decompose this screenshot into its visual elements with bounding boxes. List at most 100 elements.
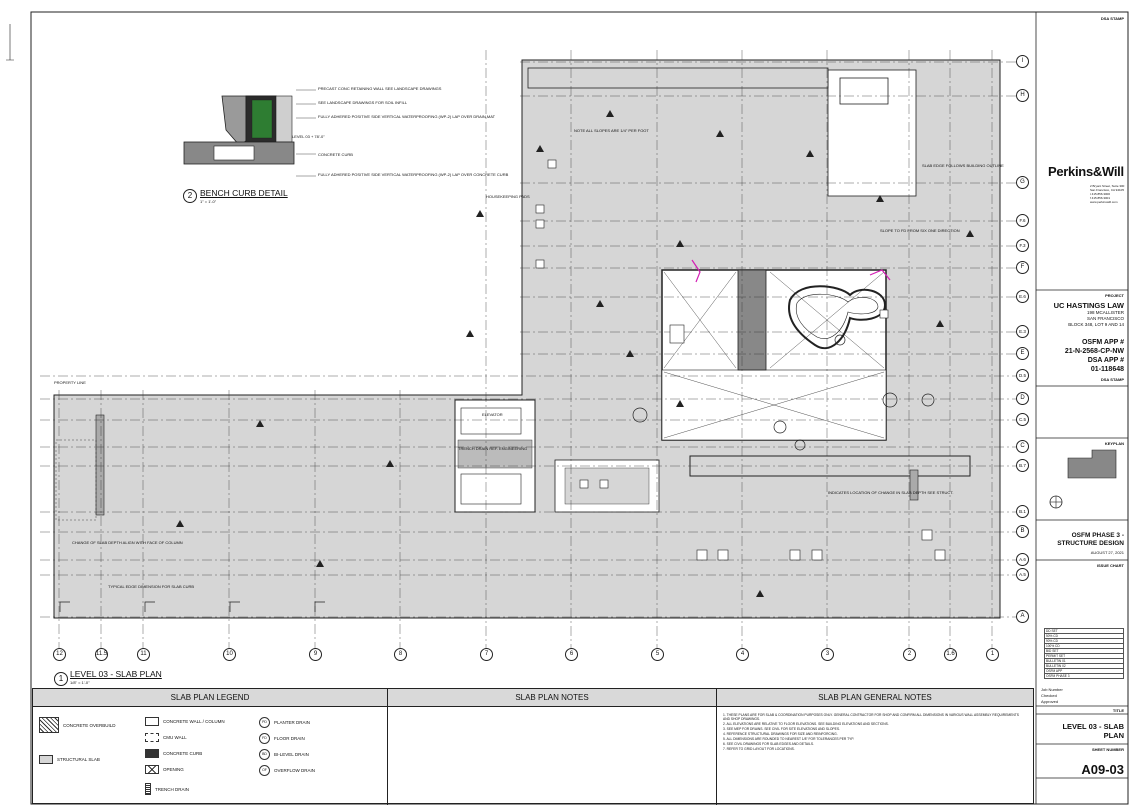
detail-title: BENCH CURB DETAIL [200, 188, 288, 198]
osfm-app-number: 21-N-2568-CP-NW [1064, 348, 1124, 355]
annotation: ELEVATOR [482, 412, 503, 417]
trench-drain-icon [145, 783, 151, 795]
legend-label: FLOOR DRAIN [274, 736, 305, 741]
legend-item: CMU WALL [145, 733, 187, 742]
grid-bubble-row: A [1016, 610, 1029, 623]
legend-item: OF OVERFLOW DRAIN [259, 765, 315, 776]
detail-scale: 1" = 1'-0" [200, 199, 217, 204]
legend-item: PD PLANTER DRAIN [259, 717, 310, 728]
checked-label: Checked [1041, 693, 1057, 698]
dsa-app-label: DSA APP # [1087, 357, 1124, 364]
wall-swatch-icon [145, 717, 159, 726]
detail-callout: FULLY ADHERED POSITIVE SIDE VERTICAL WAT… [318, 114, 496, 119]
grid-bubble-row: E.3 [1016, 325, 1029, 338]
detail-callout: LEVEL 03 + 78'-0" [292, 134, 325, 139]
detail-callout: CONCRETE CURB [318, 152, 353, 157]
legend-label: OPENING [163, 767, 184, 772]
general-note: 2. ALL ELEVATIONS ARE RELATIVE TO FLOOR … [723, 722, 889, 726]
legend-item: FD FLOOR DRAIN [259, 733, 305, 744]
detail-number-bubble: 2 [183, 189, 197, 203]
osfm-app-label: OSFM APP # [1081, 339, 1124, 346]
keyplan-label: KEYPLAN [1104, 441, 1124, 446]
table-row: OSFM PHASE 3 [1044, 673, 1124, 679]
annotation: NOTE ALL SLOPES ARE 1/4" PER FOOT [574, 128, 649, 133]
legend-item: STRUCTURAL SLAB [39, 755, 100, 764]
general-note: 6. SEE CIVIL DRAWINGS FOR SLAB EDGES AND… [723, 742, 814, 746]
slab-plan-notes-title: SLAB PLAN NOTES [388, 689, 716, 707]
grid-bubble-row: C.5 [1016, 413, 1029, 426]
general-note: 4. REFERENCE STRUCTURAL DRAWINGS FOR SIZ… [723, 732, 838, 736]
stamp-label-top: DSA STAMP [1100, 16, 1124, 21]
bi-level-drain-icon: BD [259, 749, 270, 760]
grid-bubble-col: 9 [309, 648, 322, 661]
firm-logo: Perkins&Will [1048, 164, 1124, 179]
dsa-app-number: 01-118648 [1090, 366, 1124, 373]
detail-callout: SEE LANDSCAPE DRAWINGS FOR SOIL INFILL [318, 100, 408, 105]
grid-bubble-row: I [1016, 55, 1029, 68]
grid-bubble-row: D.5 [1016, 369, 1029, 382]
grid-bubble-row: G [1016, 176, 1029, 189]
project-address: 198 MCALLISTER SAN FRANCISCO BLOCK 348, … [1068, 310, 1124, 327]
grid-bubble-row: B [1016, 525, 1029, 538]
annotation: TYPICAL EDGE DIMENSION FOR SLAB CURB [108, 584, 195, 589]
opening-swatch-icon [145, 765, 159, 774]
grid-bubble-row: B.1 [1016, 505, 1029, 518]
grid-bubble-row: E [1016, 347, 1029, 360]
phase-date: AUGUST 27, 2021 [1090, 550, 1124, 555]
legend-item: CONCRETE WALL / COLUMN [145, 717, 225, 726]
phase-title: OSFM PHASE 3 - STRUCTURE DESIGN [1057, 532, 1124, 547]
legend-label: CMU WALL [163, 735, 187, 740]
general-note: 7. REFER TO GRID LAYOUT FOR LOCATIONS. [723, 747, 795, 751]
annotation: SLAB EDGE FOLLOWS BUILDING OUTLINE [922, 163, 1004, 168]
grid-bubble-row: D [1016, 392, 1029, 405]
hatch-swatch-icon [39, 717, 59, 733]
structural-slab [53, 59, 1001, 619]
firm-address: 2 Bryant Street, Suite 300 San Francisco… [1090, 184, 1125, 204]
legend-item: CONCRETE OVERBUILD [39, 717, 116, 733]
grid-bubble-col: 3 [821, 648, 834, 661]
legend-label: BI-LEVEL DRAIN [274, 752, 309, 757]
plan-scale: 1/8" = 1'-0" [70, 680, 90, 685]
annotation: PROPERTY LINE [54, 380, 86, 385]
cmu-swatch-icon [145, 733, 159, 742]
legend-label: CONCRETE WALL / COLUMN [163, 719, 225, 724]
general-note: 3. SEE MEP FOR DRAINS. SEE CIVIL FOR SIT… [723, 727, 840, 731]
floor-drain-icon: FD [259, 733, 270, 744]
legend-strip: SLAB PLAN LEGEND SLAB PLAN NOTES SLAB PL… [32, 688, 1034, 805]
sheet-number: A09-03 [1081, 762, 1124, 777]
grid-bubble-col: 1 [986, 648, 999, 661]
legend-item: CONCRETE CURB [145, 749, 202, 758]
annotation: HOUSEKEEPING PADS [486, 194, 530, 199]
grid-bubble-col: 2 [903, 648, 916, 661]
grid-bubble-row: C [1016, 440, 1029, 453]
grid-bubble-row: F.3 [1016, 239, 1029, 252]
slab-swatch-icon [39, 755, 53, 764]
general-note: 1. THESE PLANS ARE FOR SLAB & COORDINATI… [723, 713, 1019, 721]
grid-bubble-row: A.5 [1016, 568, 1029, 581]
annotation: SLOPE TO FD FROM SIX ONE DIRECTION [880, 228, 960, 233]
title-label: TITLE [1112, 708, 1124, 713]
job-number-label: Job Number [1041, 687, 1063, 692]
grid-bubble-row: F.6 [1016, 214, 1029, 227]
planter-drain-icon: PD [259, 717, 270, 728]
approved-label: Approved [1041, 699, 1059, 704]
general-notes-title: SLAB PLAN GENERAL NOTES [717, 689, 1033, 707]
issue-chart-table: DD SET 50% CD 90% CD 100% CD BID SET PER… [1044, 628, 1124, 679]
sheet-title: LEVEL 03 - SLAB PLAN [1062, 722, 1124, 740]
slab-plan-legend-title: SLAB PLAN LEGEND [33, 689, 387, 707]
plan-title: LEVEL 03 - SLAB PLAN [70, 669, 162, 679]
grid-bubble-row: E.6 [1016, 290, 1029, 303]
legend-label: CONCRETE OVERBUILD [63, 722, 116, 728]
grid-bubble-col: 12 [53, 648, 66, 661]
grid-bubble-col: 7 [480, 648, 493, 661]
plan-number-bubble: 1 [54, 672, 68, 686]
overflow-drain-icon: OF [259, 765, 270, 776]
stamp-label-mid: DSA STAMP [1100, 377, 1124, 382]
sheet-number-label: SHEET NUMBER [1091, 747, 1124, 752]
legend-item: OPENING [145, 765, 184, 774]
legend-label: TRENCH DRAIN [155, 786, 190, 792]
annotation: CHANGE OF SLAB DEPTH ALIGN WITH FACE OF … [72, 540, 183, 545]
keyplan-graphic [1049, 449, 1117, 509]
